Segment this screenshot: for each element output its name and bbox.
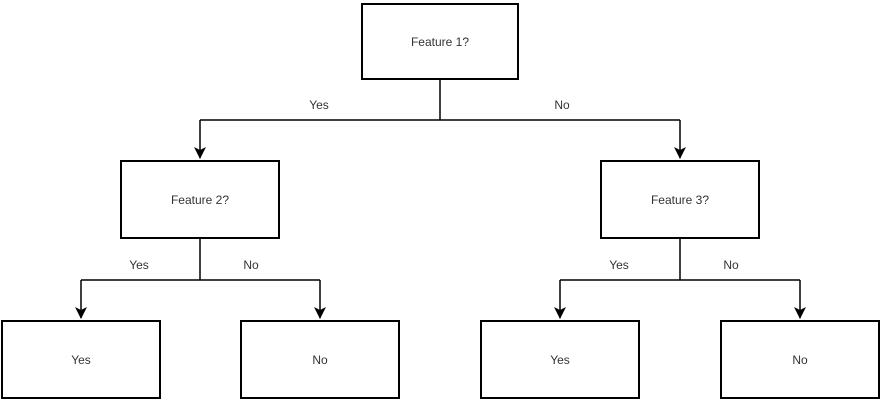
- node-leaf-no-right: No: [720, 320, 880, 399]
- edge-label-feature3-yes: Yes: [606, 258, 632, 272]
- node-feature-2: Feature 2?: [120, 160, 280, 239]
- edge-label-feature3-no: No: [720, 258, 742, 272]
- node-label: Feature 3?: [650, 192, 710, 207]
- edge-label-root-no: No: [551, 98, 573, 112]
- node-feature-3: Feature 3?: [600, 160, 760, 239]
- node-feature-1: Feature 1?: [361, 3, 519, 80]
- node-label: No: [312, 352, 328, 367]
- node-label: Feature 1?: [410, 34, 470, 49]
- node-leaf-yes-left: Yes: [1, 320, 161, 399]
- node-leaf-yes-right: Yes: [480, 320, 640, 399]
- node-label: Yes: [71, 352, 91, 367]
- edge-label-feature2-no: No: [240, 258, 262, 272]
- edge-label-feature2-yes: Yes: [126, 258, 152, 272]
- node-leaf-no-left: No: [240, 320, 400, 399]
- node-label: Feature 2?: [170, 192, 230, 207]
- node-label: No: [792, 352, 808, 367]
- node-label: Yes: [550, 352, 570, 367]
- edge-label-root-yes: Yes: [306, 98, 332, 112]
